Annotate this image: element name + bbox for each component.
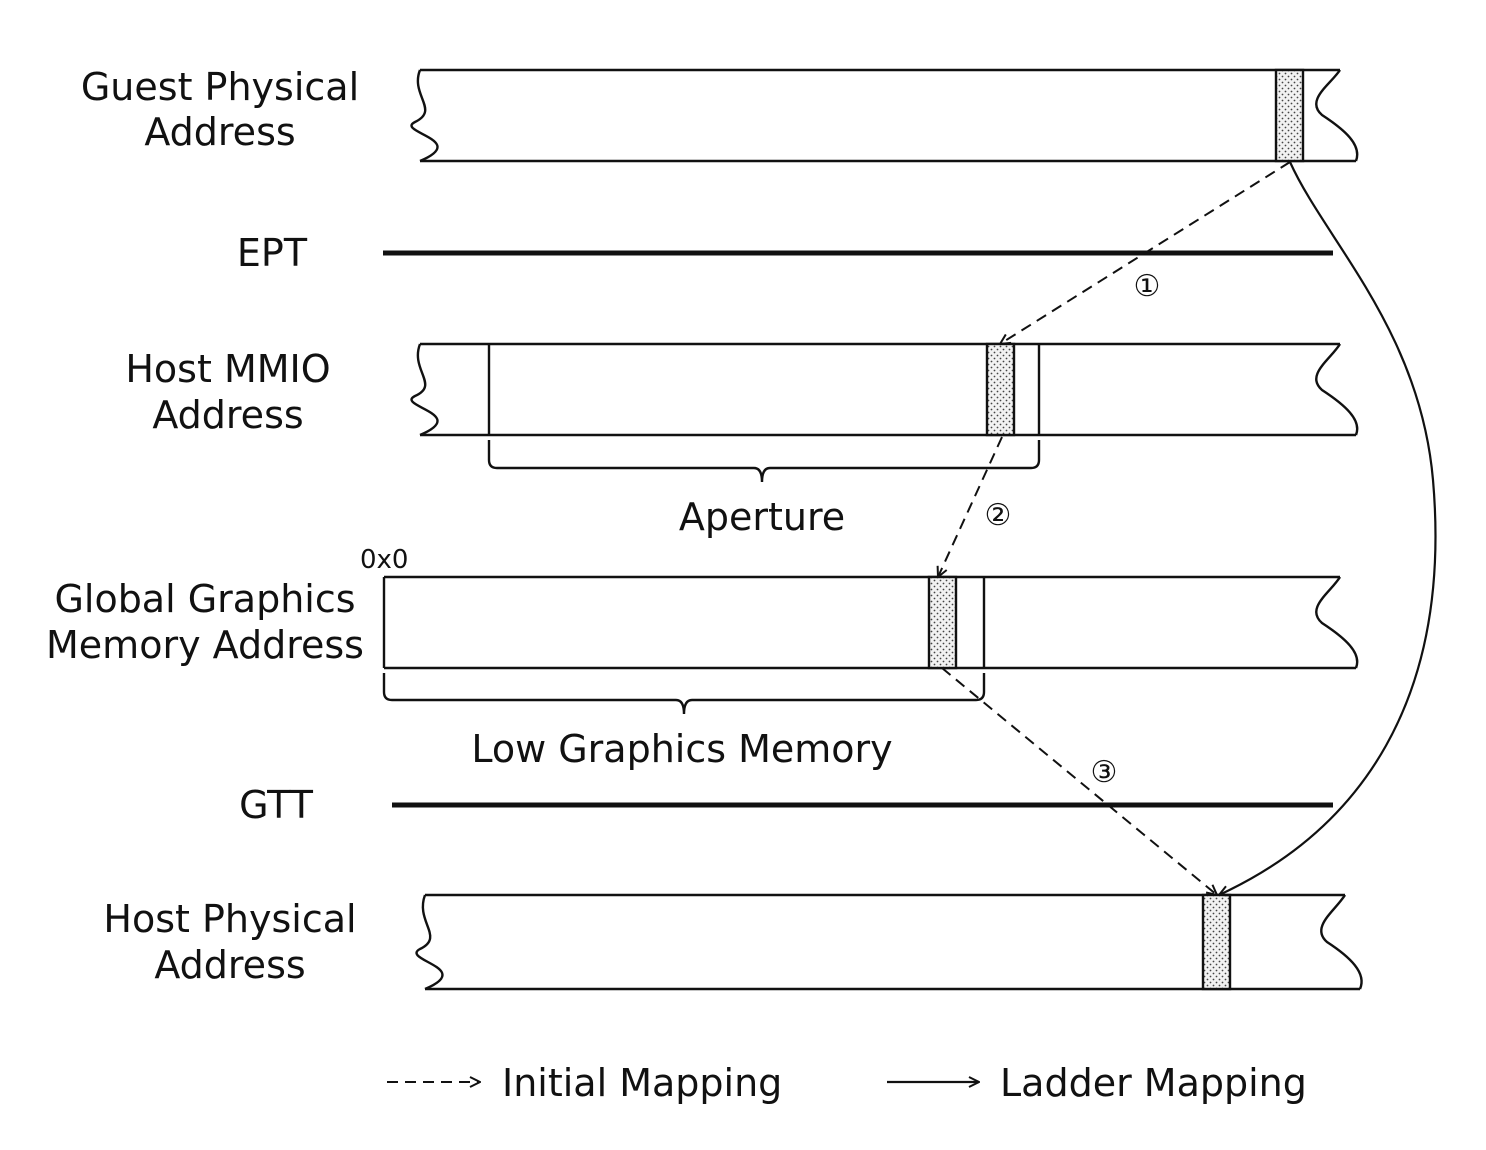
guest-page-cell [1274,68,1305,163]
host-mmio-bar [410,342,1359,437]
ladder-mapping-arrow [1219,161,1437,895]
low-graphics-label: Low Graphics Memory [471,727,892,771]
legend: Initial Mapping Ladder Mapping [387,1061,1307,1105]
host-page-cell [1201,893,1232,991]
row-label-global-graphics: Global Graphics Memory Address [46,577,364,667]
step-2-marker: ② [985,498,1012,533]
svg-text:Guest Physical: Guest Physical [81,65,359,109]
svg-text:Host Physical: Host Physical [103,897,356,941]
initial-mapping-arrow-2 [938,436,1003,577]
svg-text:Address: Address [154,943,305,987]
mmio-page-cell [985,342,1016,437]
svg-text:Address: Address [144,110,295,154]
svg-text:Memory Address: Memory Address [46,623,364,667]
global-graphics-bar [382,575,1359,670]
host-physical-bar [415,893,1363,991]
legend-initial-label: Initial Mapping [502,1061,782,1105]
gm-page-cell [927,575,958,670]
initial-mapping-arrow-3 [941,667,1217,895]
row-label-guest-physical: Guest Physical Address [81,65,359,154]
svg-text:Global Graphics: Global Graphics [54,577,355,621]
svg-text:Host MMIO: Host MMIO [125,347,330,391]
legend-ladder-label: Ladder Mapping [1000,1061,1307,1105]
row-label-gtt: GTT [239,783,314,827]
initial-mapping-arrow-1 [1000,161,1291,344]
aperture-brace [487,440,1041,483]
row-label-ept: EPT [237,231,308,275]
guest-physical-bar [410,68,1359,163]
svg-text:Address: Address [152,393,303,437]
origin-label: 0x0 [360,545,408,575]
aperture-label: Aperture [679,495,845,539]
row-label-host-mmio: Host MMIO Address [125,347,330,437]
step-1-marker: ① [1134,269,1161,304]
low-graphics-brace [382,673,986,715]
step-3-marker: ③ [1091,755,1118,790]
row-label-host-physical: Host Physical Address [103,897,356,987]
